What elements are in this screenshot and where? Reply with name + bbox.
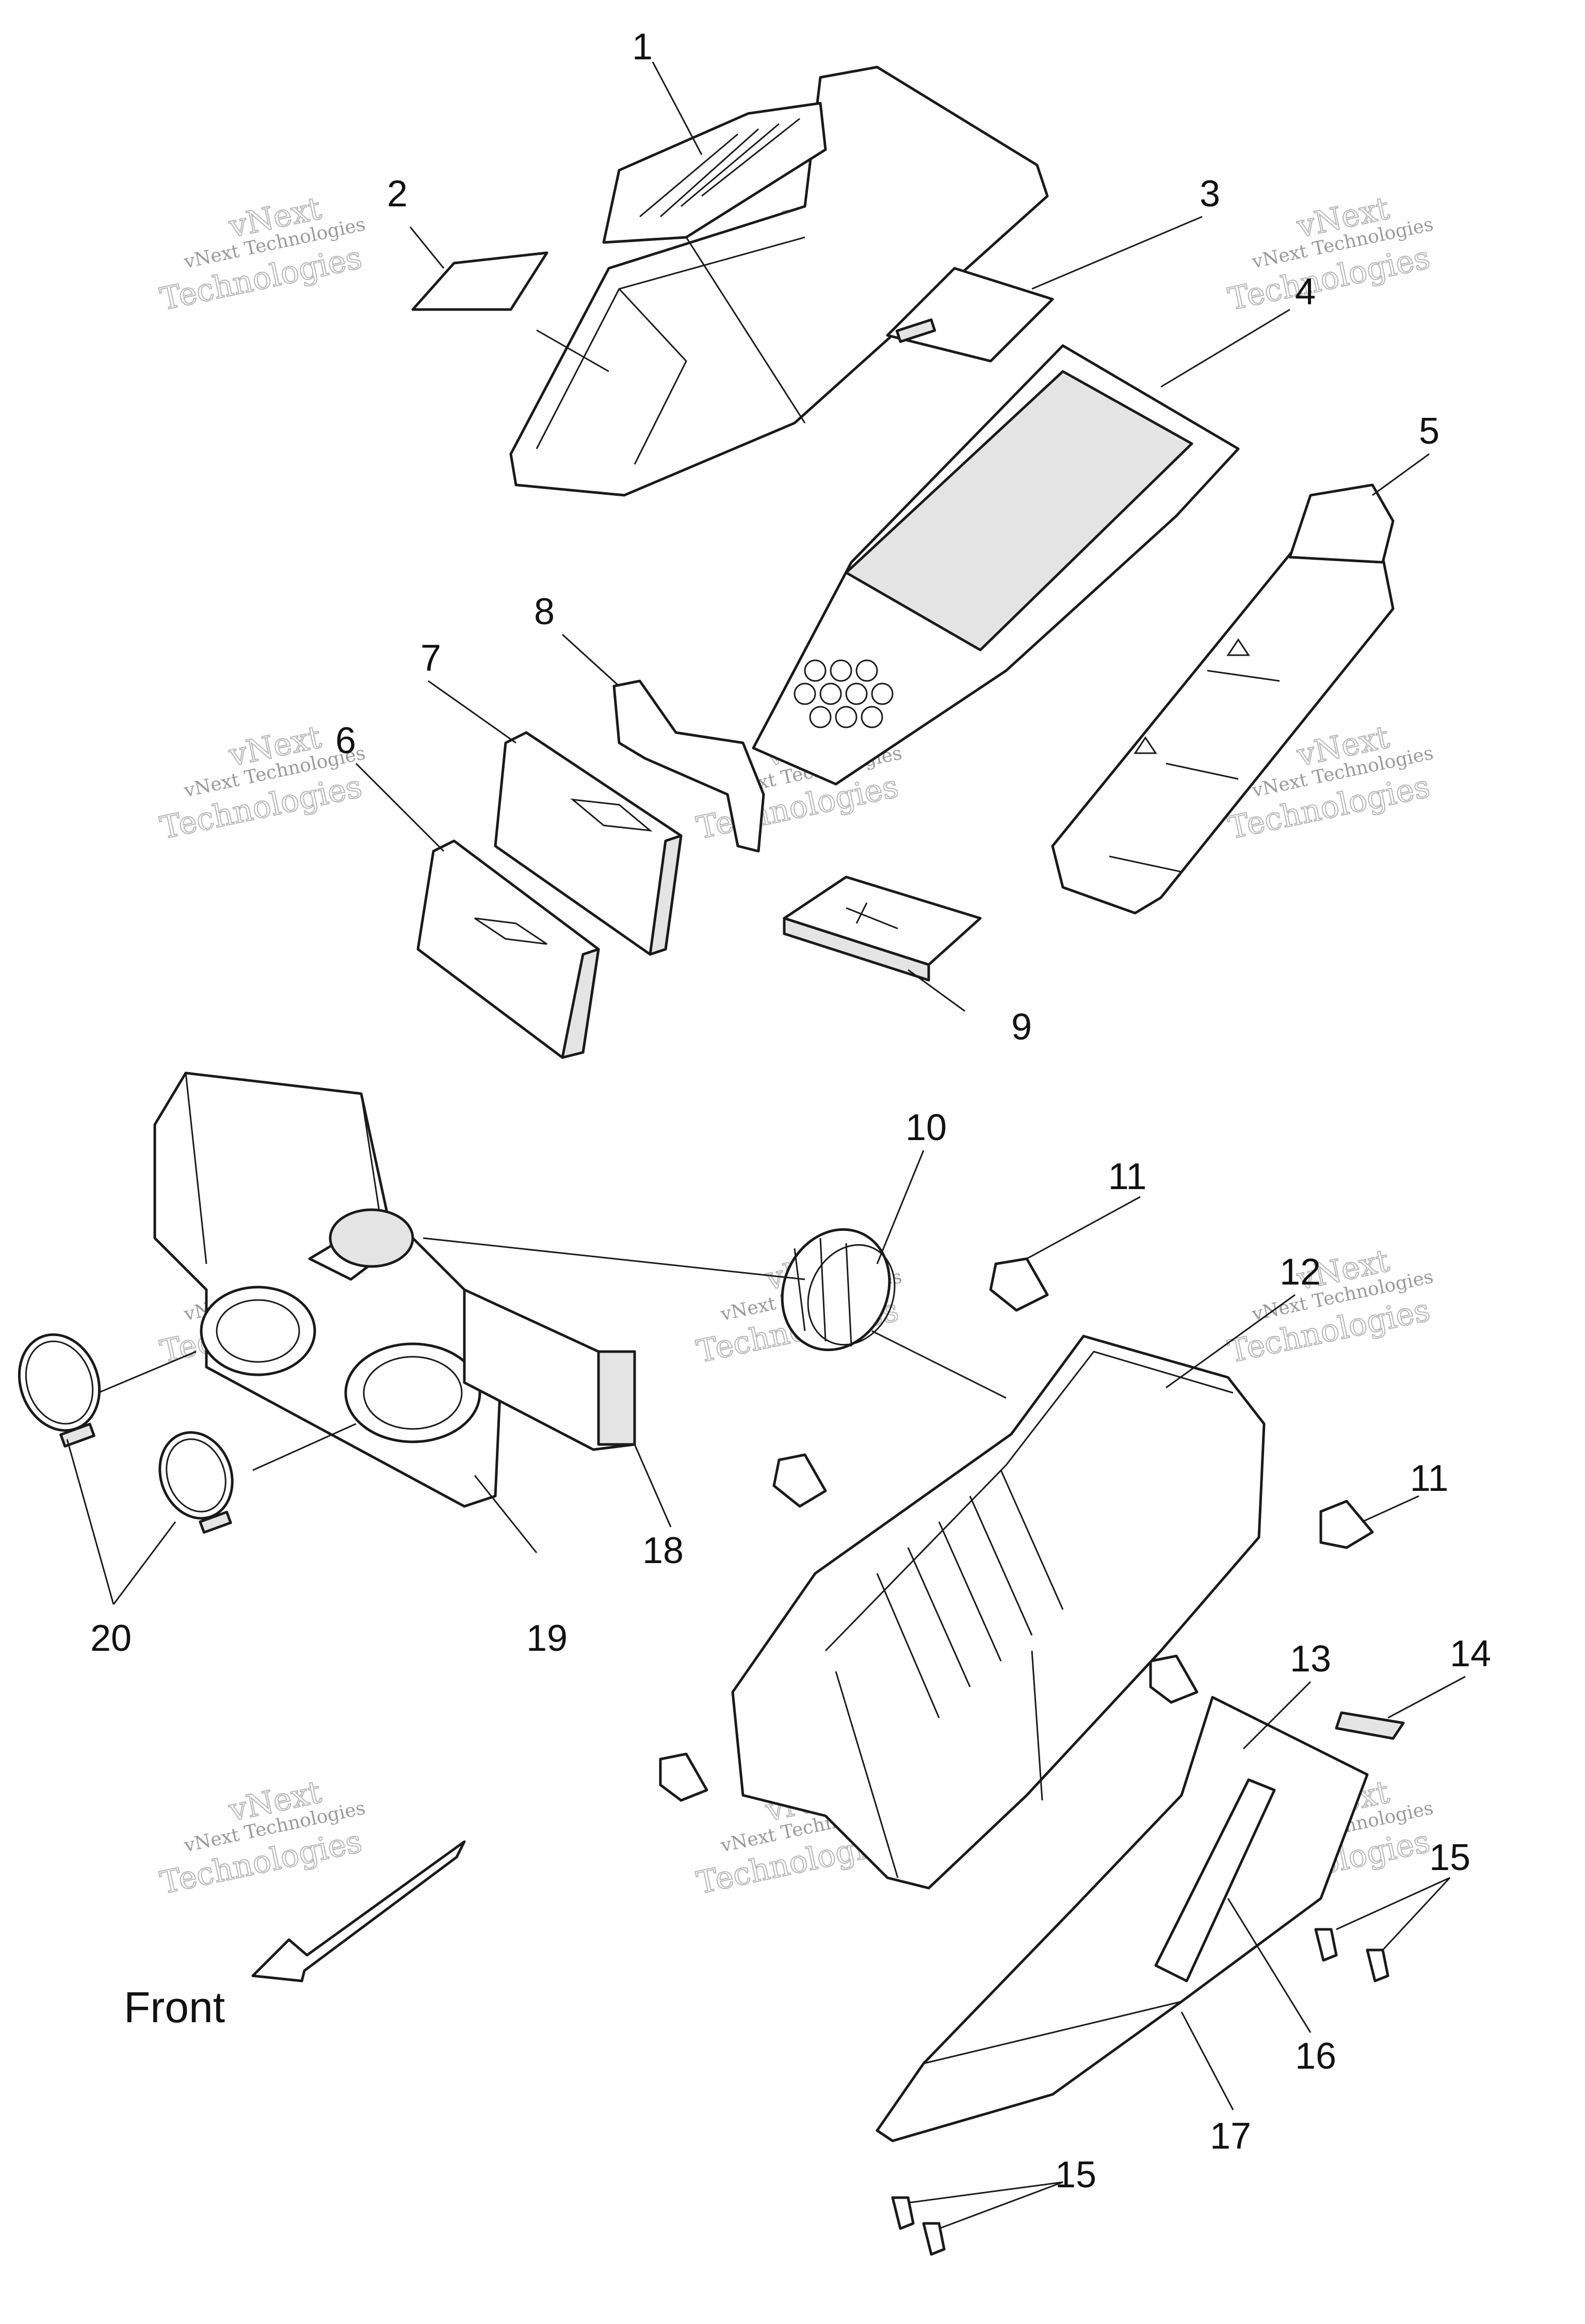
callout-5: 5 [1419,411,1440,452]
callout-11-lower: 11 [1410,1458,1449,1499]
front-label: Front [124,1983,225,2032]
callout-16: 16 [1295,2036,1336,2077]
watermark: vNext vNext Technologies Technologies [1224,190,1435,318]
bolt-part [922,2222,946,2256]
filter-baffle-plate-part [752,344,1240,786]
callout-14: 14 [1450,1633,1491,1675]
leader-lines [66,61,1466,2230]
label-decal-part [411,251,548,311]
hose-clamps-part [18,1333,234,1534]
callout-13: 13 [1290,1638,1331,1680]
warning-label-part [886,267,1054,363]
small-label-part [1335,1711,1405,1740]
clip-part [772,1453,827,1508]
callout-12: 12 [1280,1252,1321,1293]
callout-15-lower: 15 [1055,2154,1096,2196]
watermark: vNext vNext Technologies Technologies [156,190,367,318]
callout-2: 2 [387,173,408,215]
callout-11: 11 [1108,1156,1147,1197]
front-direction-arrow [251,1840,466,1982]
callout-20: 20 [90,1618,132,1659]
airbox-lid-assembly-part [153,1071,502,1508]
callout-8: 8 [534,591,555,632]
filter-element-part [494,731,683,956]
callout-19: 19 [526,1618,568,1659]
callout-3: 3 [1200,173,1220,215]
intake-duct-part [1051,483,1395,915]
foam-filter-part [416,839,600,1059]
watermark: vNext vNext Technologies Technologies [156,1774,367,1902]
callout-18: 18 [642,1530,684,1571]
foam-pad-part [783,875,982,982]
callout-1: 1 [632,26,653,68]
callout-10: 10 [905,1107,947,1148]
intake-boot-part [781,1228,896,1352]
callout-17: 17 [1210,2116,1251,2157]
mount-bracket-part [1154,1778,1276,1982]
callout-7: 7 [420,638,441,679]
airbox-body-part [731,1335,1266,1890]
clip-part [989,1257,1049,1312]
callout-labels: 1 2 3 4 5 6 7 8 9 10 11 12 11 13 14 15 1… [90,26,1491,2196]
clip-part [1319,1500,1374,1549]
callout-6: 6 [335,720,356,761]
bolt-part [1314,1928,1338,1962]
watermark: vNext vNext Technologies Technologies [1224,1242,1435,1371]
filter-bracket-part [612,679,765,853]
baffle-holes [794,659,894,728]
clip-part [1149,1654,1199,1704]
callout-15: 15 [1429,1837,1470,1878]
callout-4: 4 [1295,271,1316,313]
bolt-part [1366,1948,1389,1982]
callout-9: 9 [1011,1006,1032,1048]
bolt-part [891,2196,915,2230]
foam-strip-part [463,1288,636,1451]
clip-part [659,1752,708,1802]
airbox-cover-part [509,66,1049,497]
